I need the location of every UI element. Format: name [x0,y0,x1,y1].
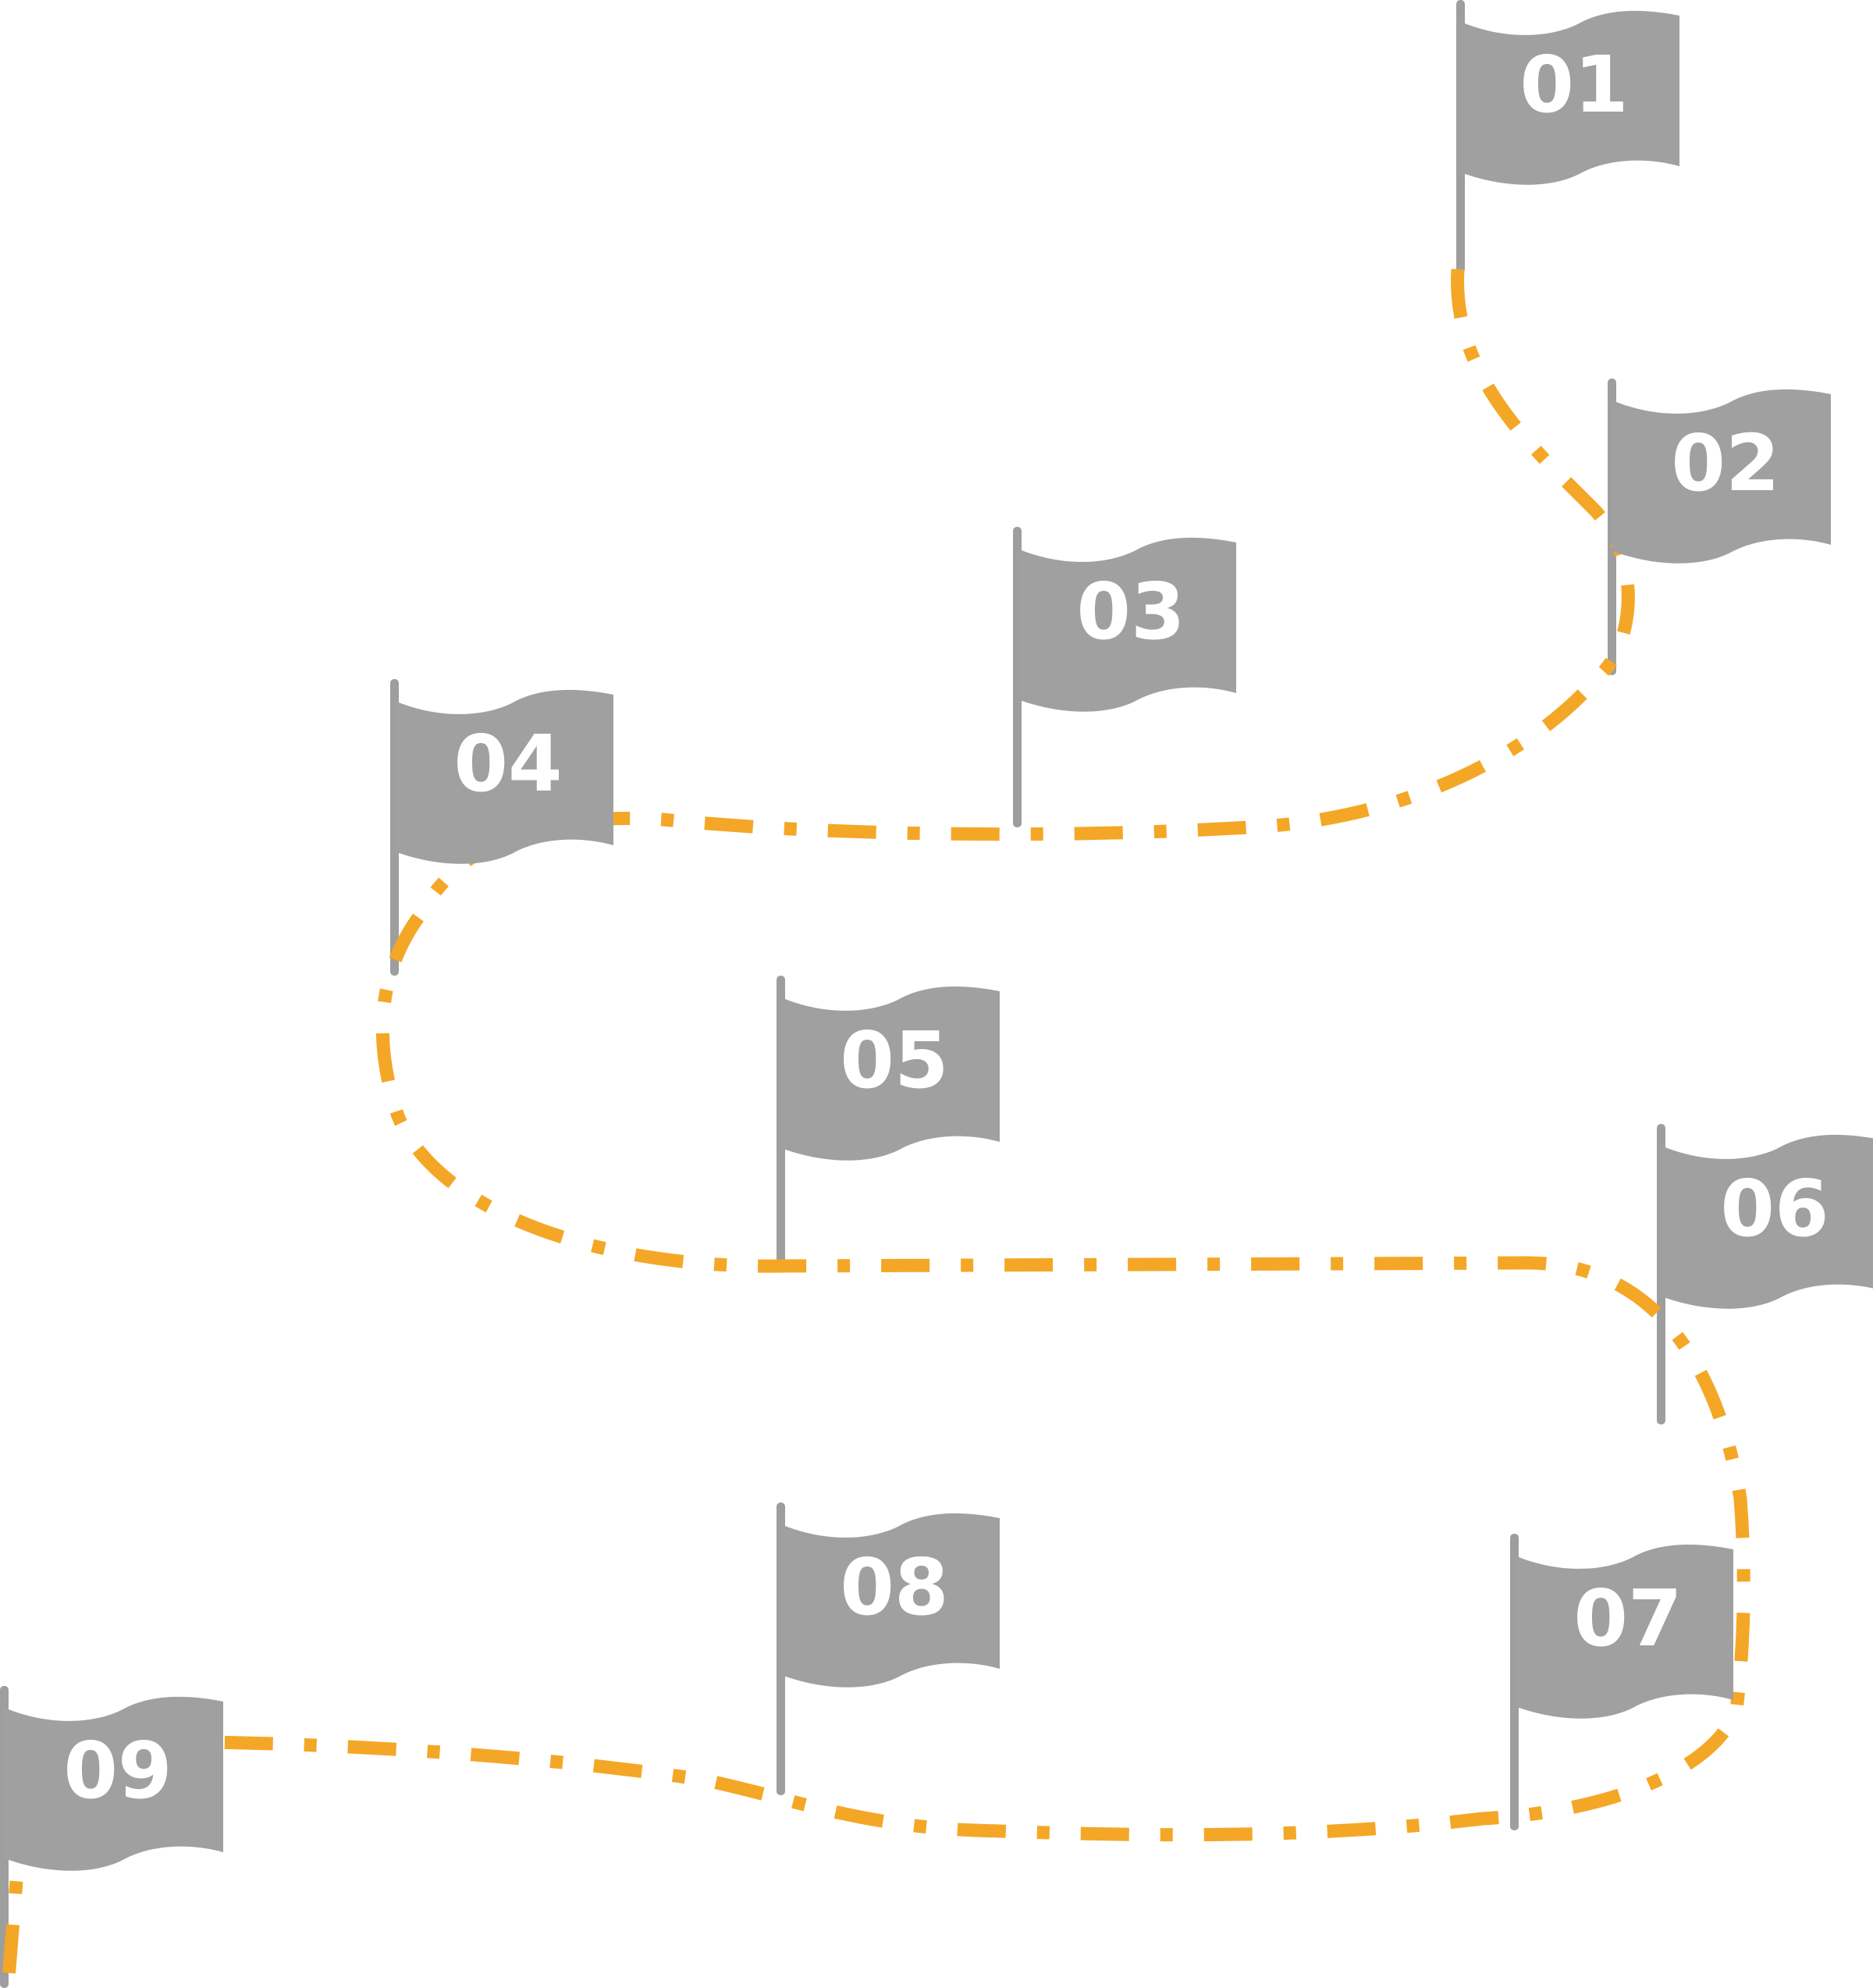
flag-number-label: 03 [1076,566,1185,657]
flag-number-label: 07 [1573,1573,1682,1664]
flag-icon [1018,537,1236,712]
flag-number-label: 01 [1519,39,1628,130]
flag-icon [395,689,613,864]
flags: 01 02 03 04 05 06 07 08 09 [5,10,1873,1871]
flag-number-label: 05 [840,1015,948,1106]
flag-number-label: 09 [63,1725,172,1816]
flag-06: 06 [1662,1134,1873,1309]
flag-icon [1461,10,1679,185]
flag-02: 02 [1612,389,1831,564]
flag-03: 03 [1018,537,1236,712]
flag-icon [1612,389,1831,564]
flag-number-label: 08 [840,1542,948,1633]
flag-08: 08 [781,1513,1000,1687]
flag-icon [1662,1134,1873,1309]
flag-number-label: 02 [1671,418,1779,509]
flag-04: 04 [395,689,613,864]
flag-icon [1515,1544,1733,1719]
flag-07: 07 [1515,1544,1733,1719]
flag-09: 09 [5,1696,223,1871]
flag-icon [5,1696,223,1871]
flag-number-label: 04 [453,718,562,809]
flag-05: 05 [781,986,1000,1161]
flag-icon [781,1513,1000,1687]
flag-icon [781,986,1000,1161]
flag-number-label: 06 [1720,1163,1829,1254]
flag-poles [0,0,1665,1988]
dashed-route-path [1,269,1750,1988]
flag-01: 01 [1461,10,1679,185]
